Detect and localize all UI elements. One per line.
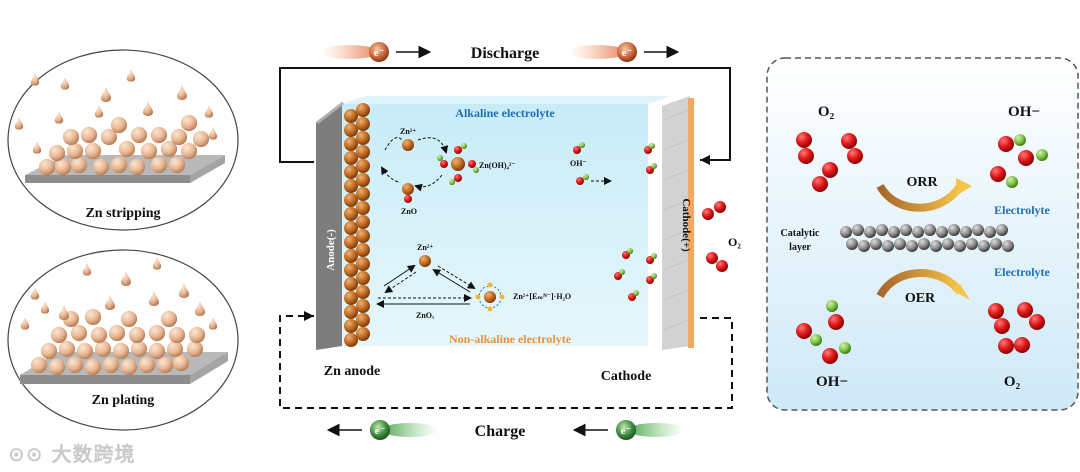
charge-electron-2	[616, 420, 684, 440]
zn-ion	[419, 255, 431, 267]
oh-ion	[573, 142, 585, 154]
o2-top-label: O₂	[818, 104, 835, 120]
electrolyte-bottom-label: Electrolyte	[994, 265, 1050, 279]
cathode-side-molecules	[614, 143, 657, 301]
zn-stripping-label: Zn stripping	[85, 206, 160, 221]
orr-arrow	[876, 183, 964, 212]
o2-molecules-top	[796, 132, 863, 192]
zno-molecule	[402, 183, 414, 203]
non-alkaline-reaction	[376, 255, 505, 312]
cathode-side-label: Cathode(+)	[680, 198, 692, 252]
watermark-logo: ⊙⊙ 大数跨境	[8, 442, 136, 466]
non-alkaline-electrolyte-label: Non-alkaline electrolyte	[449, 332, 572, 346]
electrocatalysis-panel	[766, 57, 1079, 411]
discharge-electron-2	[570, 42, 637, 62]
alkaline-reaction	[380, 137, 612, 203]
oh-bottom-label: OH−	[816, 374, 848, 390]
zn-plating-label: Zn plating	[92, 393, 155, 408]
zno-label: ZnO	[401, 207, 417, 216]
cathode-plate	[662, 96, 690, 350]
layer-label: layer	[789, 242, 811, 253]
alkaline-electrolyte-label: Alkaline electrolyte	[455, 106, 555, 120]
battery-cell	[316, 96, 694, 350]
o2-molecules-bottom	[988, 302, 1045, 354]
charge-circuit	[279, 315, 733, 409]
discharge-electron-1	[322, 42, 389, 62]
anode-zinc-column	[344, 103, 370, 347]
electrolyte-top-label: Electrolyte	[994, 203, 1050, 217]
discharge-label: Discharge	[471, 45, 539, 62]
zincate-complex	[437, 143, 479, 185]
zn-anode-label: Zn anode	[324, 364, 380, 379]
oh-molecules-bottom	[796, 300, 851, 364]
electron-symbol: e⁻	[375, 425, 386, 437]
znox-label: ZnOₓ	[416, 311, 435, 320]
cathode-label: Cathode	[601, 369, 652, 384]
o2-molecules-outside	[702, 201, 728, 272]
charge-electron-1	[370, 420, 438, 440]
catalytic-layer	[840, 224, 1014, 252]
charge-label: Charge	[475, 423, 526, 440]
orr-label: ORR	[906, 175, 938, 190]
electron-symbol: e⁻	[622, 47, 633, 59]
oer-label: OER	[905, 291, 936, 306]
zn-complex-label: Zn²⁺[Eₘᴺ⁻]·H₂O	[513, 292, 571, 301]
discharge-circuit	[279, 67, 731, 165]
anode-side-label: Anode(-)	[325, 229, 337, 271]
o2-bottom-label: O₂	[1004, 374, 1021, 390]
zn-plating-panel	[7, 249, 239, 431]
oh-molecules-top	[990, 134, 1048, 188]
anode-plate	[316, 102, 342, 350]
catalytic-label: Catalytic	[781, 228, 820, 239]
zincate-label: Zn(OH)₄²⁻	[479, 161, 516, 170]
charge-arrowhead	[304, 311, 314, 321]
zn2-label: Zn²⁺	[400, 127, 416, 136]
o2-label: O₂	[728, 235, 741, 249]
electron-symbol: e⁻	[621, 425, 632, 437]
zn-ion	[402, 139, 414, 151]
zn-stripping-panel	[7, 49, 239, 231]
oh-label: OH⁻	[570, 159, 587, 168]
zn-solvated-complex	[475, 282, 505, 312]
zn2-label-mid: Zn²⁺	[417, 243, 433, 252]
oer-arrow	[876, 269, 964, 299]
electron-symbol: e⁻	[374, 47, 385, 59]
oh-top-label: OH−	[1008, 104, 1040, 120]
oh-ion-2	[576, 174, 589, 185]
